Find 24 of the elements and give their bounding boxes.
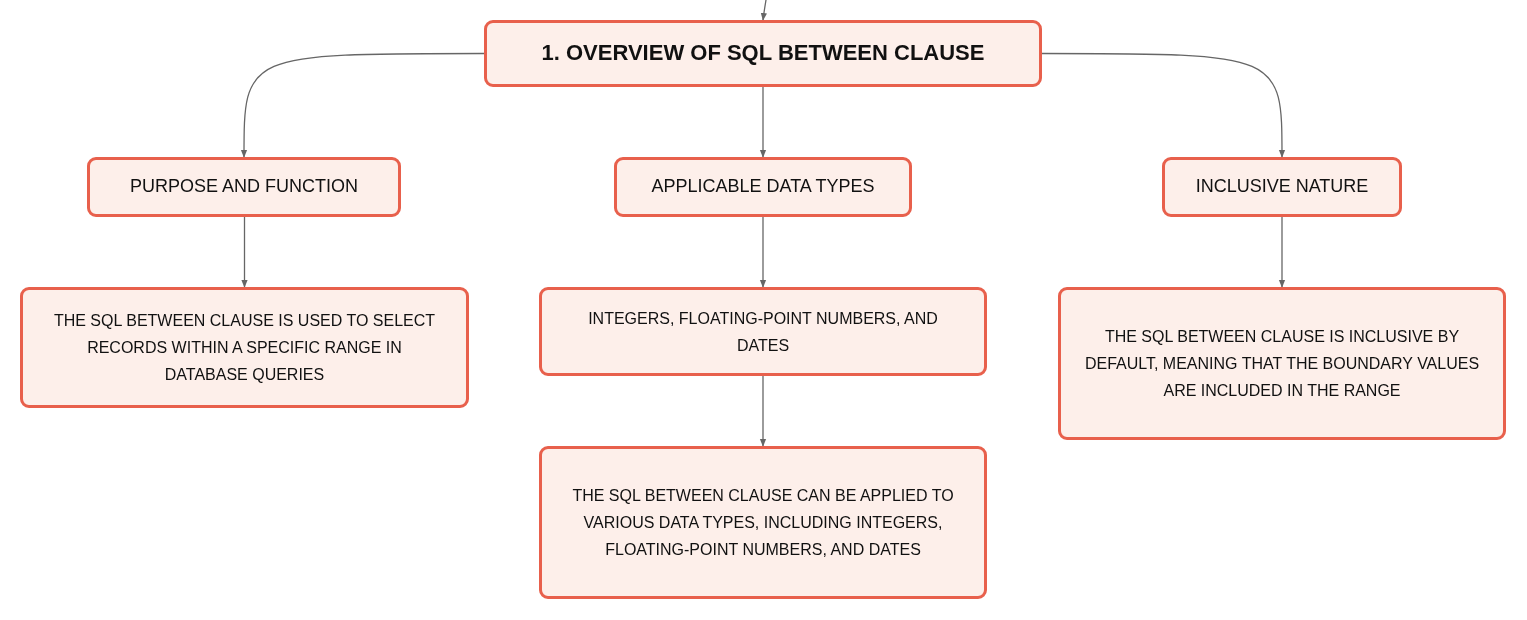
detail-box	[20, 287, 469, 408]
node-text: THE SQL BETWEEN CLAUSE IS USED TO SELECT RECORDS WITHIN A SPECIFIC RANGE IN DATABASE QUERIES	[52, 311, 437, 385]
subtopic-box	[614, 157, 912, 217]
connector-arrow	[759, 216, 767, 288]
node-text: INTEGERS, FLOATING-POINT NUMBERS, AND DATES	[587, 308, 939, 356]
connector-arrow	[760, 0, 767, 21]
detail-box	[539, 446, 987, 599]
connector-arrow	[759, 86, 767, 158]
connector-arrow	[240, 52, 485, 158]
node-text: 1. OVERVIEW OF SQL BETWEEN CLAUSE	[541, 40, 985, 67]
node-text: PURPOSE AND FUNCTION	[130, 176, 358, 198]
subtopic-box	[1162, 157, 1402, 217]
connector-arrow	[1041, 52, 1286, 158]
node-text: INCLUSIVE NATURE	[1195, 176, 1369, 198]
subtopic-box	[87, 157, 401, 217]
node-text: APPLICABLE DATA TYPES	[651, 176, 875, 198]
main-topic-box	[484, 20, 1042, 87]
node-text: THE SQL BETWEEN CLAUSE CAN BE APPLIED TO VARIOUS DATA TYPES, INCLUDING INTEGERS, FLOATING-POINT NUMBERS, AND DATES	[571, 486, 955, 560]
connector-arrow	[241, 216, 248, 288]
connector-arrow	[1278, 216, 1286, 288]
node-text: THE SQL BETWEEN CLAUSE IS INCLUSIVE BY DEFAULT, MEANING THAT THE BOUNDARY VALUES ARE INCLUDED IN THE RANGE	[1083, 327, 1481, 401]
detail-box	[539, 287, 987, 376]
detail-box	[1058, 287, 1506, 440]
connector-arrow	[759, 375, 767, 447]
